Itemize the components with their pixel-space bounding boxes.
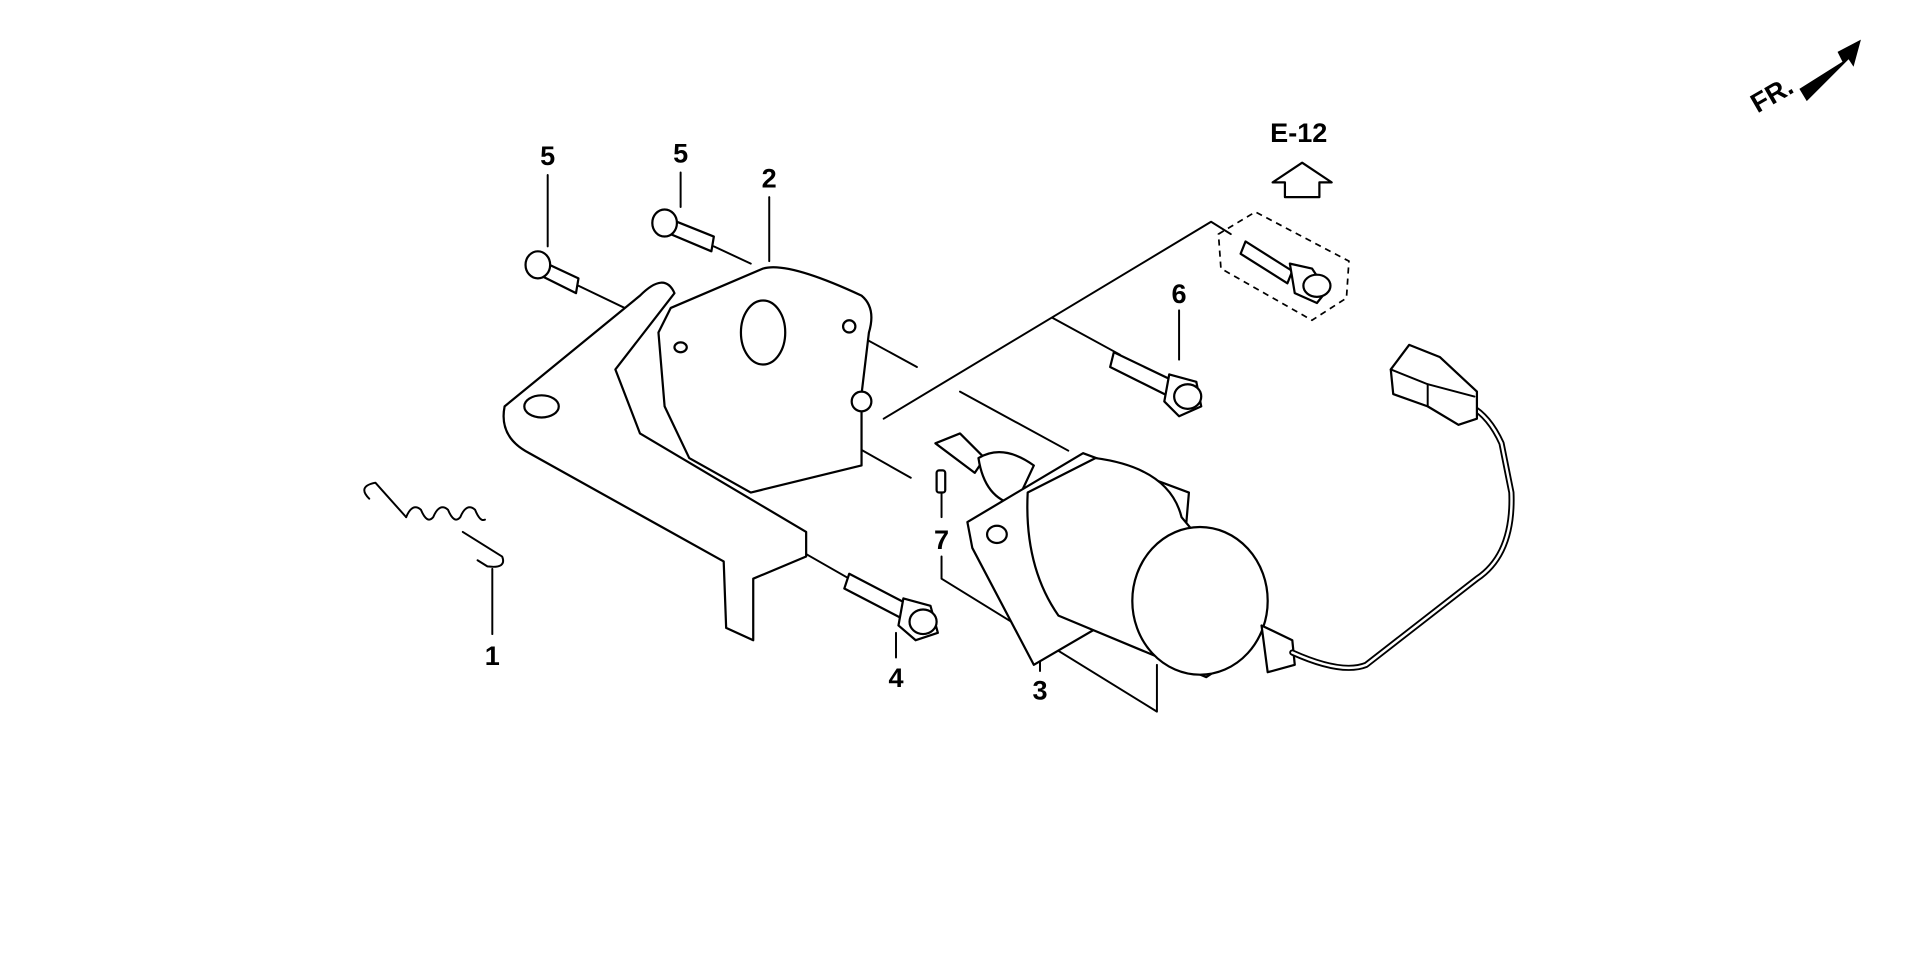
callout-4[interactable]: 4 [888, 662, 903, 693]
wire-harness [1289, 343, 1515, 671]
callout-3[interactable]: 3 [1032, 674, 1047, 705]
spring-part [363, 481, 505, 568]
callout-5-left[interactable]: 5 [540, 140, 555, 171]
reference-e12-label[interactable]: E-12 [1270, 117, 1327, 148]
front-direction-arrow: FR. [1745, 39, 1861, 119]
pin-part [935, 469, 947, 494]
reference-up-arrow-icon [1271, 161, 1333, 199]
front-label: FR. [1745, 70, 1798, 119]
callout-5-right[interactable]: 5 [673, 138, 688, 169]
solenoid-part [934, 432, 1296, 679]
bracket-part [657, 266, 873, 494]
screw-part-upper [651, 208, 715, 253]
callout-2[interactable]: 2 [762, 162, 777, 193]
bolt-part-4 [843, 572, 939, 642]
lever-part [502, 281, 808, 642]
callout-1[interactable]: 1 [485, 640, 500, 671]
callout-7[interactable]: 7 [934, 524, 949, 555]
reference-bolt [1239, 240, 1332, 305]
callout-6[interactable]: 6 [1172, 278, 1187, 309]
screw-part-lower [524, 250, 580, 295]
bolt-part-6 [1109, 351, 1203, 418]
